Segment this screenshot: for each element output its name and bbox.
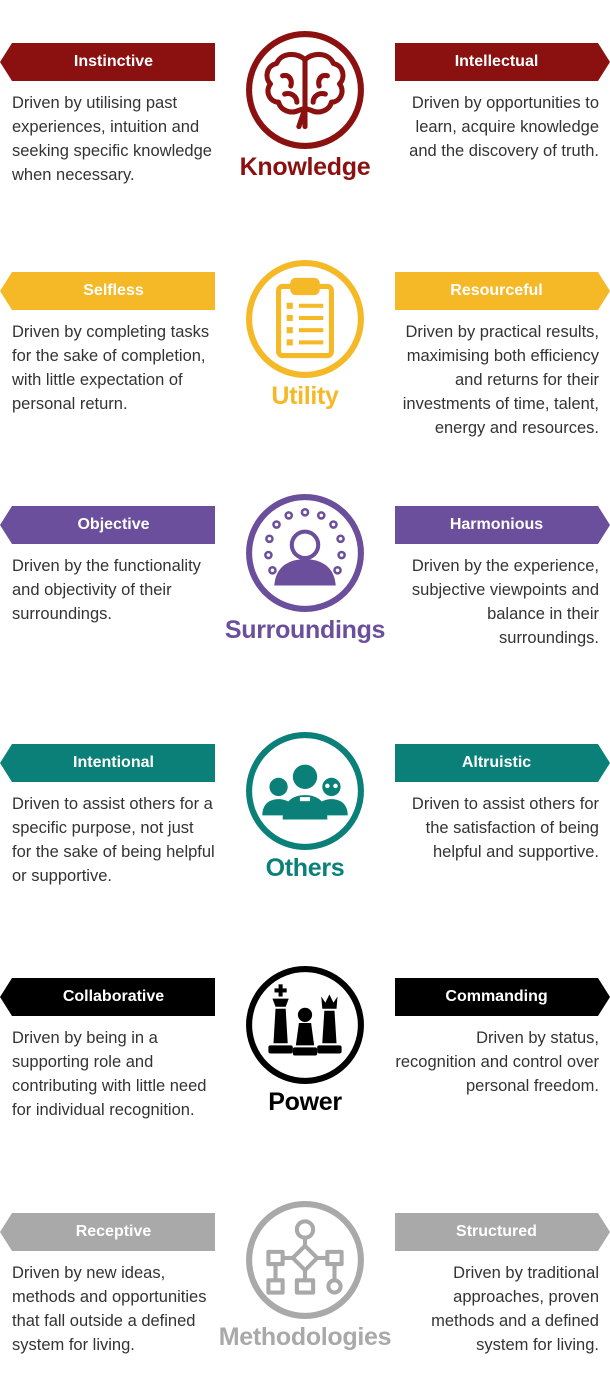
flowchart-icon: [246, 1201, 364, 1319]
resourceful-label: Resourceful: [450, 282, 543, 299]
collaborative-description: Driven by being in a supporting role and…: [12, 1029, 207, 1119]
methodologies-emblem: Methodologies: [215, 1199, 395, 1369]
section-others: Intentional Driven to assist others for …: [0, 732, 610, 944]
others-title: Others: [265, 854, 345, 882]
methodologies-title: Methodologies: [218, 1323, 392, 1351]
utility-emblem: Utility: [215, 258, 395, 428]
intentional-description: Driven to assist others for a specific p…: [12, 795, 215, 885]
resourceful-description: Driven by practical results, maximising …: [402, 323, 599, 437]
brain-icon: [246, 31, 364, 149]
commanding-banner: Commanding: [395, 978, 610, 1016]
clipboard-icon: [246, 260, 364, 378]
structured-label: Structured: [456, 1223, 537, 1240]
selfless-description: Driven by completing tasks for the sake …: [12, 323, 210, 413]
section-knowledge: Instinctive Driven by utilising past exp…: [0, 31, 610, 243]
intellectual-label: Intellectual: [454, 53, 539, 70]
instinctive-description: Driven by utilising past experiences, in…: [12, 94, 212, 184]
section-power: Collaborative Driven by being in a suppo…: [0, 966, 610, 1178]
intellectual-banner: Intellectual: [395, 43, 610, 81]
group-icon: [246, 732, 364, 850]
altruistic-label: Altruistic: [461, 754, 532, 771]
harmonious-description: Driven by the experience, subjective vie…: [411, 557, 599, 647]
receptive-description: Driven by new ideas, methods and opportu…: [12, 1264, 207, 1354]
commanding-label: Commanding: [445, 988, 548, 1005]
objective-label: Objective: [77, 516, 150, 533]
intentional-banner: Intentional: [0, 744, 215, 782]
surroundings-emblem: Surroundings: [215, 492, 395, 662]
power-emblem: Power: [215, 964, 395, 1134]
section-utility: Selfless Driven by completing tasks for …: [0, 260, 610, 487]
commanding-description: Driven by status, recognition and contro…: [395, 1029, 599, 1095]
instinctive-banner: Instinctive: [0, 43, 215, 81]
person-aura-icon: [246, 494, 364, 612]
intentional-label: Intentional: [73, 754, 154, 771]
chess-pieces-icon: [246, 966, 364, 1084]
section-surroundings: Objective Driven by the functionality an…: [0, 494, 610, 706]
structured-banner: Structured: [395, 1213, 610, 1251]
knowledge-emblem: Knowledge: [215, 29, 395, 199]
collaborative-banner: Collaborative: [0, 978, 215, 1016]
harmonious-banner: Harmonious: [395, 506, 610, 544]
selfless-banner: Selfless: [0, 272, 215, 310]
power-title: Power: [268, 1088, 342, 1116]
receptive-label: Receptive: [75, 1223, 152, 1240]
surroundings-title: Surroundings: [224, 616, 386, 644]
receptive-banner: Receptive: [0, 1213, 215, 1251]
knowledge-title: Knowledge: [239, 153, 371, 181]
intellectual-description: Driven by opportunities to learn, acquir…: [409, 94, 599, 160]
others-emblem: Others: [215, 730, 395, 900]
objective-banner: Objective: [0, 506, 215, 544]
altruistic-banner: Altruistic: [395, 744, 610, 782]
collaborative-label: Collaborative: [62, 988, 165, 1005]
resourceful-banner: Resourceful: [395, 272, 610, 310]
altruistic-description: Driven to assist others for the satisfac…: [411, 795, 599, 861]
instinctive-label: Instinctive: [73, 53, 154, 70]
selfless-label: Selfless: [83, 282, 144, 299]
section-methodologies: Receptive Driven by new ideas, methods a…: [0, 1201, 610, 1400]
structured-description: Driven by traditional approaches, proven…: [431, 1264, 599, 1354]
harmonious-label: Harmonious: [449, 516, 544, 533]
objective-description: Driven by the functionality and objectiv…: [12, 557, 201, 623]
utility-title: Utility: [271, 382, 339, 410]
